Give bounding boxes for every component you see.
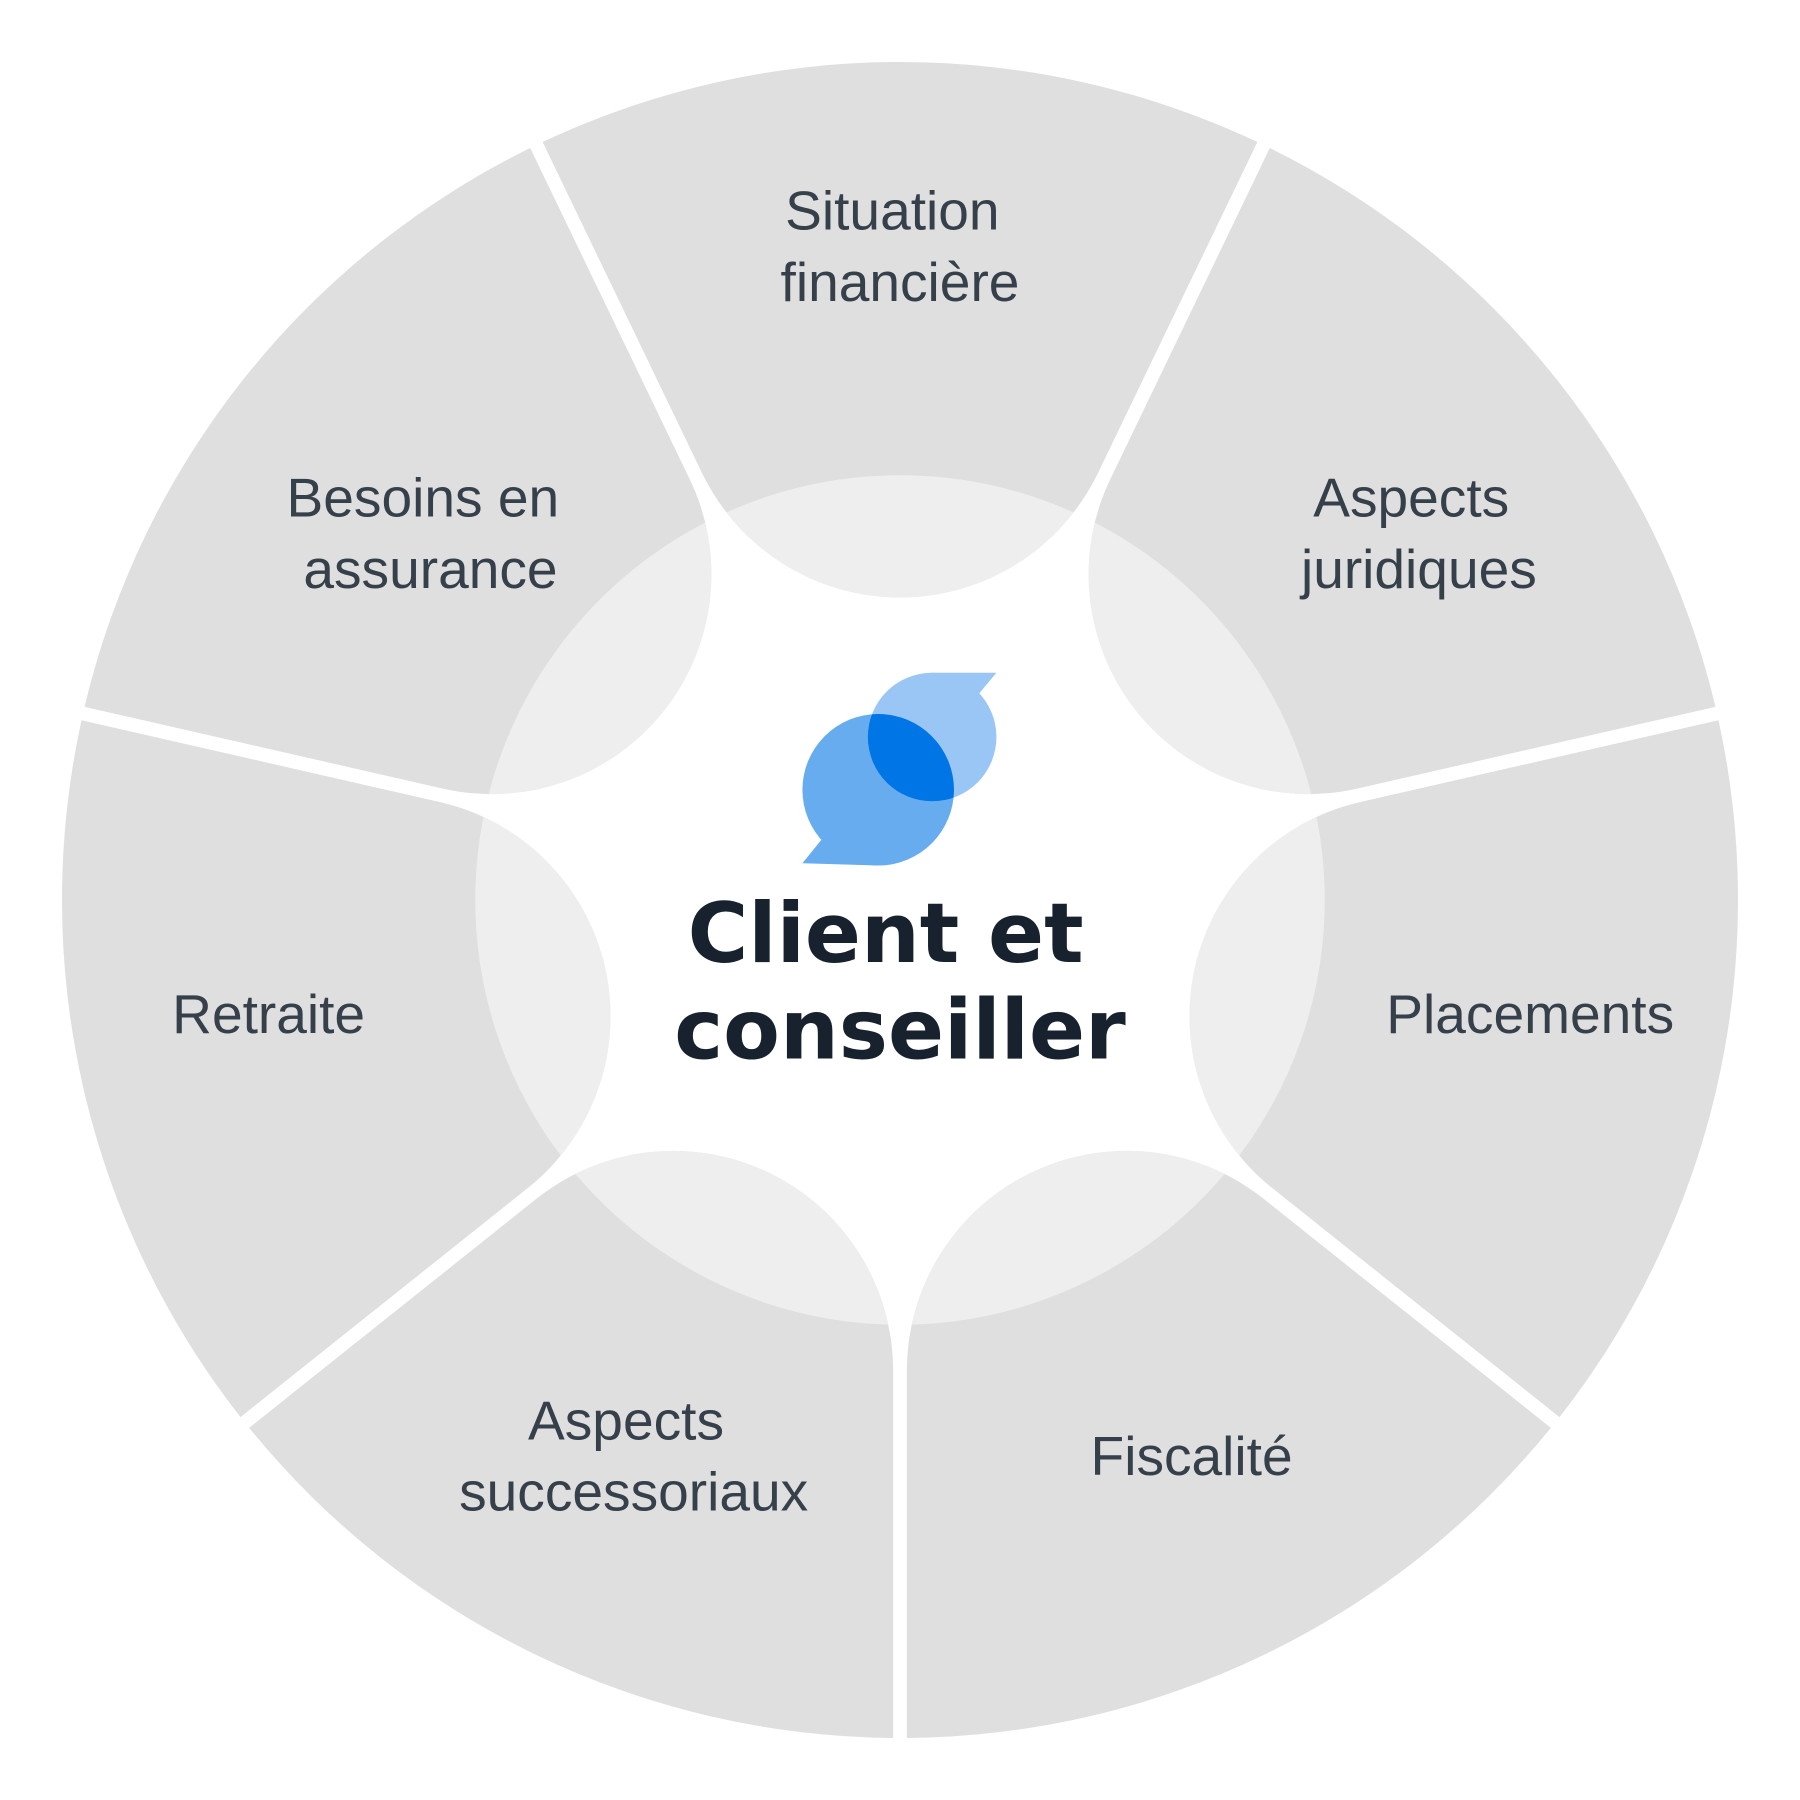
wheel-segment xyxy=(84,147,712,795)
center-title-line-2: conseiller xyxy=(674,982,1126,1078)
segment-label-fiscalite: Fiscalité xyxy=(1091,1425,1293,1487)
wheel-segment xyxy=(61,720,611,1418)
segment-label-besoins-en-assurance: Besoins en assurance xyxy=(287,467,575,600)
center-title: Client et conseiller xyxy=(674,886,1126,1078)
segment-label-retraite: Retraite xyxy=(172,983,365,1045)
wheel-segment xyxy=(1088,147,1716,795)
wheel-segment xyxy=(906,1150,1551,1738)
segment-label-aspects-successoriaux: Aspects successoriaux xyxy=(459,1390,808,1523)
chat-bubbles-icon xyxy=(802,672,997,866)
wheel-segment xyxy=(1189,720,1739,1418)
segment-label-placements: Placements xyxy=(1386,983,1674,1045)
wheel-segment xyxy=(249,1150,894,1738)
wheel-segment xyxy=(542,61,1258,598)
segments-outer xyxy=(61,61,1739,1738)
center-title-line-1: Client et xyxy=(688,886,1084,982)
segment-label-situation-financiere: Situation financière xyxy=(781,180,1020,313)
segment-label-aspects-juridiques: Aspects juridiques xyxy=(1299,467,1537,600)
